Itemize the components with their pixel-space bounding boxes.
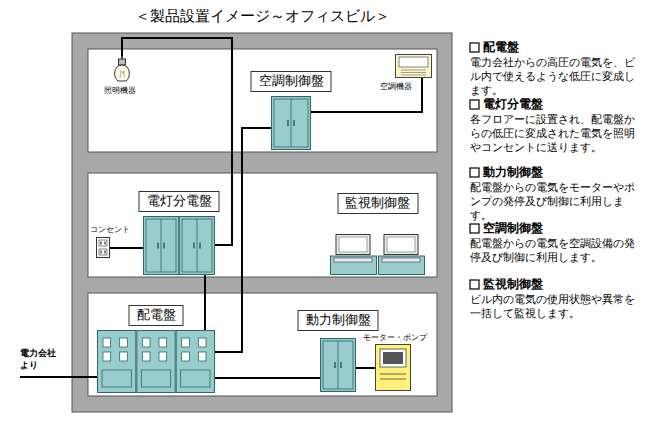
legend-description: ビル内の電気の使用状態や異常を一括して監視します。 [470, 292, 642, 320]
legend-heading: 空調制御盤 [483, 220, 543, 236]
diagram-title: ＜製品設置イメージ～オフィスビル＞ [135, 7, 390, 26]
equipment-label: 照明機器 [104, 86, 136, 95]
checkbox-symbol [470, 224, 479, 233]
lighting-fixture-shape [112, 56, 132, 84]
panel-name: 動力制御盤 [298, 310, 379, 331]
legend-description: 各フロアーに設置され、配電盤からの低圧に変成された電気を照明やコンセントに送りま… [470, 112, 642, 155]
power-control-panel: 動力制御盤 [320, 338, 356, 392]
checkbox-symbol [470, 168, 479, 177]
floor [88, 49, 437, 152]
legend-description: 電力会社からの高圧の電気を、ビル内で使えるような低圧に変成します。 [470, 55, 642, 98]
equipment-label: コンセント [90, 225, 130, 234]
checkbox-symbol [470, 280, 479, 289]
wire-connector [356, 367, 375, 369]
switchboard-shape [97, 330, 215, 393]
legend-heading: 電灯分電盤 [483, 96, 543, 112]
panel-name: 空調制御盤 [251, 71, 332, 92]
monitoring-panel: 監視制御盤 [330, 234, 425, 275]
control-panel-shape [271, 96, 311, 150]
air-conditioner-shape [395, 54, 432, 78]
legend-description: 配電盤からの電気をモーターやポンプの発停及び制御に利用します。 [470, 180, 642, 223]
wire-connector [122, 38, 232, 245]
building-outline [72, 33, 452, 412]
air-conditioner: 空調機器 [395, 54, 432, 78]
control-panel: 空調制御盤 [271, 96, 311, 150]
legend-heading: 動力制御盤 [483, 164, 543, 180]
monitoring-panel-shape [330, 234, 425, 275]
power-outlet-shape [96, 237, 110, 258]
incoming-wire [20, 376, 97, 378]
legend-heading: 配電盤 [483, 39, 519, 55]
panel-name: 配電盤 [129, 305, 184, 326]
power-control-panel-shape [320, 338, 356, 392]
distribution-board-shape [143, 216, 215, 275]
distribution-board: 電灯分電盤 [143, 216, 215, 275]
equipment-label: モーター・ポンプ [363, 333, 427, 342]
wire-connector [204, 275, 206, 330]
legend-heading: 監視制御盤 [483, 276, 543, 292]
panel-name: 監視制御盤 [337, 193, 418, 214]
switchboard: 配電盤 [97, 330, 215, 393]
lighting-fixture: 照明機器 [112, 56, 132, 84]
wire-connector [110, 247, 143, 249]
checkbox-symbol [470, 43, 479, 52]
wire-connector [215, 128, 271, 352]
panel-name: 電灯分電盤 [139, 191, 220, 212]
floor [88, 173, 437, 277]
equipment-label: 空調機器 [380, 82, 412, 91]
power-outlet: コンセント [96, 237, 110, 258]
power-source-label: 電力会社 より [20, 347, 60, 371]
motor-pump-shape [375, 344, 411, 391]
motor-pump: モーター・ポンプ [375, 344, 411, 391]
floor [88, 293, 437, 396]
wire-connector [215, 377, 320, 379]
legend-description: 配電盤からの電気を空調設備の発停及び制御に利用します。 [470, 236, 642, 264]
checkbox-symbol [470, 100, 479, 109]
